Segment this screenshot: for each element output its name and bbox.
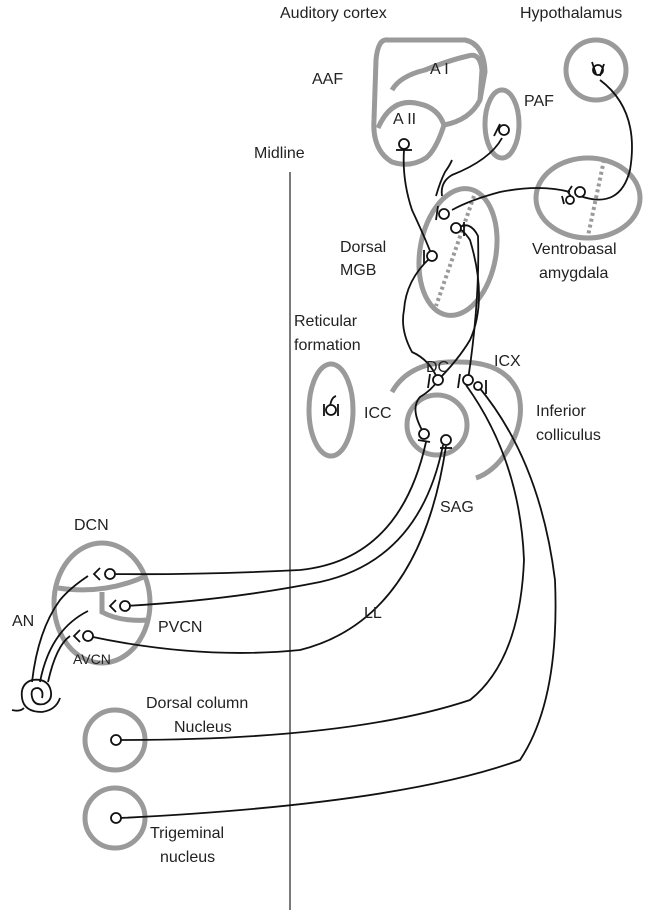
label-aaf: AAF	[312, 71, 343, 88]
cochlea-icon	[12, 680, 60, 712]
inferior-colliculus-outline	[392, 362, 520, 478]
label-sag: SAG	[440, 499, 474, 516]
label-ventrobasal-2: amygdala	[539, 265, 608, 282]
label-dcn: DCN	[74, 517, 109, 534]
icc-neurons	[418, 429, 452, 448]
label-trigeminal-2: nucleus	[160, 849, 215, 866]
pvcn-to-icc-path	[125, 445, 443, 606]
aii-neuron	[396, 139, 412, 150]
label-auditory-cortex: Auditory cortex	[280, 5, 387, 22]
label-dorsal-mgb-2: MGB	[340, 262, 376, 279]
label-an: AN	[12, 613, 34, 630]
dc-icx-neurons	[428, 374, 486, 394]
label-icx: ICX	[494, 353, 521, 370]
label-reticular-2: formation	[294, 337, 361, 354]
label-dorsal-column-1: Dorsal column	[146, 695, 248, 712]
label-inferior-colliculus-2: colliculus	[536, 427, 601, 444]
label-paf: PAF	[524, 93, 554, 110]
trigeminal-neuron	[111, 813, 121, 823]
label-inferior-colliculus-1: Inferior	[536, 403, 586, 420]
label-dorsal-column-2: Nucleus	[174, 719, 232, 736]
paf-neuron	[494, 124, 509, 136]
label-reticular-1: Reticular	[294, 313, 358, 330]
label-ventrobasal-1: Ventrobasal	[532, 241, 617, 258]
label-pvcn: PVCN	[158, 619, 202, 636]
auditory-cortex-outline	[374, 40, 485, 164]
hypothalamus-neuron	[592, 62, 604, 76]
label-ll: LL	[364, 605, 382, 622]
label-dorsal-mgb-1: Dorsal	[340, 239, 386, 256]
label-midline: Midline	[254, 145, 305, 162]
label-trigeminal-1: Trigeminal	[150, 825, 224, 842]
amygdala-neurons	[562, 186, 585, 204]
label-hypothalamus: Hypothalamus	[520, 5, 622, 22]
labels: Auditory cortex Hypothalamus AAF A I A I…	[12, 5, 622, 866]
reticular-neuron	[324, 404, 338, 416]
dcn-to-icc-path	[110, 442, 426, 574]
label-avcn: AVCN	[73, 651, 111, 667]
paf-outline	[485, 90, 519, 158]
label-icc: ICC	[364, 405, 392, 422]
label-dc: DC	[426, 359, 449, 376]
label-ai: A I	[430, 61, 449, 78]
label-aii: A II	[393, 111, 416, 128]
dorsal-column-neuron	[111, 735, 121, 745]
